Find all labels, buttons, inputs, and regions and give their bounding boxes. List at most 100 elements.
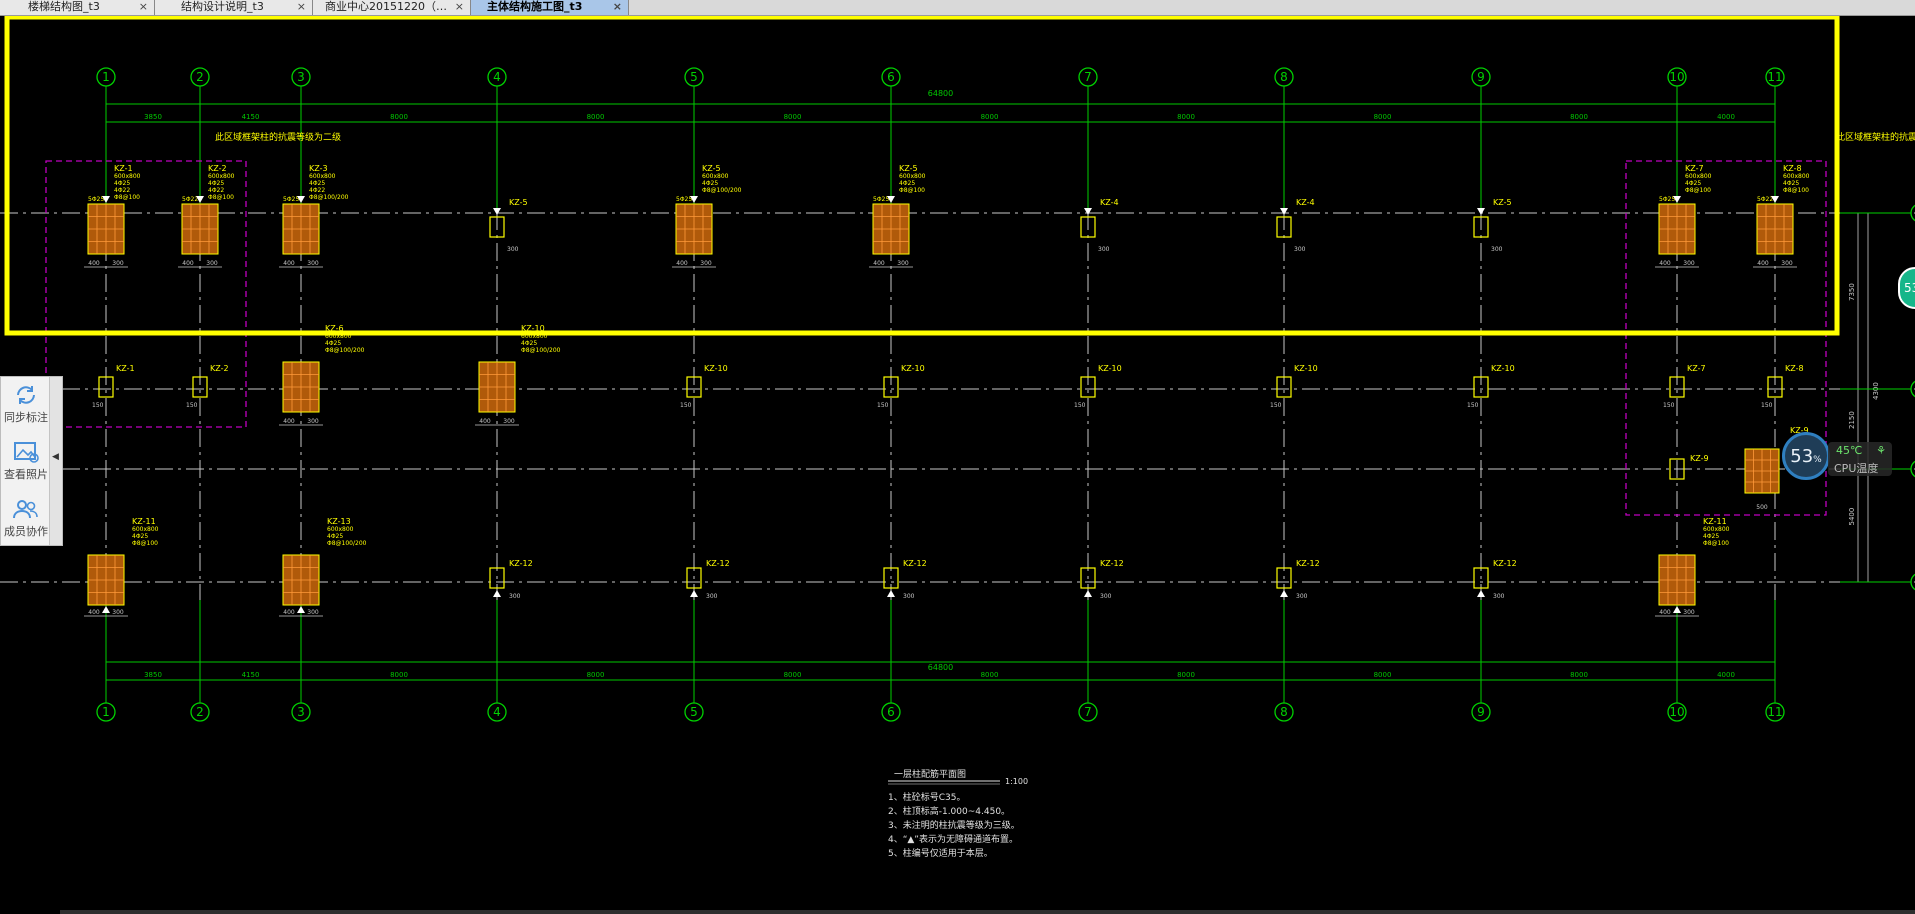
column-tag: KZ-5 — [899, 164, 918, 173]
span-dimension: 4000 — [1717, 113, 1735, 121]
tab-label: 商业中心20151220（… — [325, 0, 447, 13]
column-spec: 600x800 — [521, 333, 548, 340]
column-tag: KZ-8 — [1783, 164, 1802, 173]
tab-design-notes[interactable]: 结构设计说明_t3 × — [155, 0, 313, 15]
tab-main-structure[interactable]: 主体结构施工图_t3 × — [471, 0, 629, 15]
notes-title: 一层柱配筋平面图 — [894, 768, 966, 780]
axis-label: 2 — [196, 70, 204, 84]
axis-label: 11 — [1767, 705, 1782, 719]
column-spec: Φ8@100 — [208, 194, 234, 201]
span-dimension: 8000 — [784, 671, 802, 679]
column-tag: KZ-1 — [114, 164, 133, 173]
column-spec: 4Φ25 — [327, 533, 343, 540]
design-note: 2、柱顶标高-1.000~4.450。 — [888, 805, 1010, 817]
tab-stair-structure[interactable]: 楼梯结构图_t3 × — [0, 0, 155, 15]
column-dim: 300 — [706, 593, 718, 600]
axis-label: 8 — [1280, 705, 1288, 719]
span-dimension: 8000 — [1177, 113, 1195, 121]
axis-label: 5 — [690, 70, 698, 84]
column-dim: 400 — [88, 260, 100, 267]
span-dimension: 4150 — [242, 671, 260, 679]
column-tag: KZ-7 — [1687, 364, 1706, 373]
member-collab-button[interactable]: 成员协作 — [1, 491, 51, 543]
rebar-note: 5Φ25 — [873, 196, 889, 203]
column-tag: KZ-10 — [704, 364, 728, 373]
close-icon[interactable]: × — [296, 0, 306, 13]
column-section-small — [883, 376, 899, 398]
design-note: 3、未注明的柱抗震等级为三级。 — [888, 819, 1020, 831]
sync-annotation-button[interactable]: 同步标注 — [1, 377, 51, 429]
support-marker — [1673, 196, 1681, 203]
span-dimension: 8000 — [587, 671, 605, 679]
column-dim: 150 — [680, 402, 692, 409]
axis-label: 7 — [1084, 705, 1092, 719]
span-dimension: 8000 — [1570, 113, 1588, 121]
column-section-small — [489, 216, 505, 238]
column-dim: 300 — [307, 418, 319, 425]
span-dimension: 4150 — [242, 113, 260, 121]
row-dimension: 2150 — [1848, 411, 1856, 429]
column-dim: 300 — [307, 260, 319, 267]
cpu-monitor-widget[interactable]: 53% 45℃ ⚘ CPU温度 — [1782, 432, 1892, 486]
column-dim: 400 — [1659, 260, 1671, 267]
column-dim: 300 — [1296, 593, 1308, 600]
column-dim: 150 — [1761, 402, 1773, 409]
rebar-note: 5Φ25 — [88, 196, 104, 203]
axis-label: 1 — [102, 705, 110, 719]
column-section-small — [1080, 567, 1096, 589]
column-spec: 600x800 — [899, 173, 926, 180]
column-section-small — [1473, 376, 1489, 398]
column-section-small — [1276, 216, 1292, 238]
column-section-small — [686, 567, 702, 589]
column-spec: 600x800 — [1703, 526, 1730, 533]
span-dimension: 8000 — [981, 671, 999, 679]
view-photos-button[interactable]: 查看照片 — [1, 434, 51, 486]
members-icon — [13, 500, 38, 519]
column-dim: 300 — [206, 260, 218, 267]
close-icon[interactable]: × — [138, 0, 148, 13]
span-dimension: 8000 — [784, 113, 802, 121]
horizontal-scrollbar[interactable] — [60, 910, 1915, 914]
column-section-small — [686, 376, 702, 398]
column-tag: KZ-12 — [1493, 559, 1517, 568]
cpu-usage-ring: 53% — [1782, 432, 1830, 480]
column-tag: KZ-13 — [327, 517, 351, 526]
column-dim: 400 — [479, 418, 491, 425]
column-dim: 500 — [1756, 504, 1768, 511]
seismic-zone-right — [1625, 160, 1827, 516]
column-spec: Φ8@100/200 — [521, 347, 561, 354]
column-tag: KZ-7 — [1685, 164, 1704, 173]
close-icon[interactable]: × — [454, 0, 464, 13]
column-dim: 150 — [92, 402, 104, 409]
column-section-small — [1767, 376, 1783, 398]
column-tag: KZ-10 — [1098, 364, 1122, 373]
column-section-small — [1276, 376, 1292, 398]
axis-label: 9 — [1477, 70, 1485, 84]
column-spec: 4Φ25 — [132, 533, 148, 540]
column-dim: 300 — [1100, 593, 1112, 600]
span-dimension: 8000 — [390, 671, 408, 679]
column-dim: 300 — [509, 593, 521, 600]
column-tag: KZ-5 — [1493, 198, 1512, 207]
span-dimension: 8000 — [1374, 113, 1392, 121]
axis-label: 8 — [1280, 70, 1288, 84]
support-marker — [887, 196, 895, 203]
column-tag: KZ-11 — [132, 517, 156, 526]
column-spec: 600x800 — [702, 173, 729, 180]
document-tab-bar: 楼梯结构图_t3 × 结构设计说明_t3 × 商业中心20151220（… × … — [0, 0, 1915, 16]
tab-commercial-center[interactable]: 商业中心20151220（… × — [313, 0, 471, 15]
toolbar-collapse-handle[interactable]: ◀ — [49, 377, 62, 545]
column-spec: 4Φ25 — [702, 180, 718, 187]
column-dim: 300 — [1491, 246, 1503, 253]
photo-icon — [14, 442, 39, 463]
column-dim: 150 — [1074, 402, 1086, 409]
column-dim: 300 — [903, 593, 915, 600]
column-spec: 600x800 — [325, 333, 352, 340]
close-icon[interactable]: × — [612, 0, 622, 13]
axis-label: 2 — [196, 705, 204, 719]
column-dim: 300 — [307, 609, 319, 616]
selection-highlight — [4, 14, 1840, 336]
column-dim: 150 — [186, 402, 198, 409]
axis-label: 5 — [690, 705, 698, 719]
